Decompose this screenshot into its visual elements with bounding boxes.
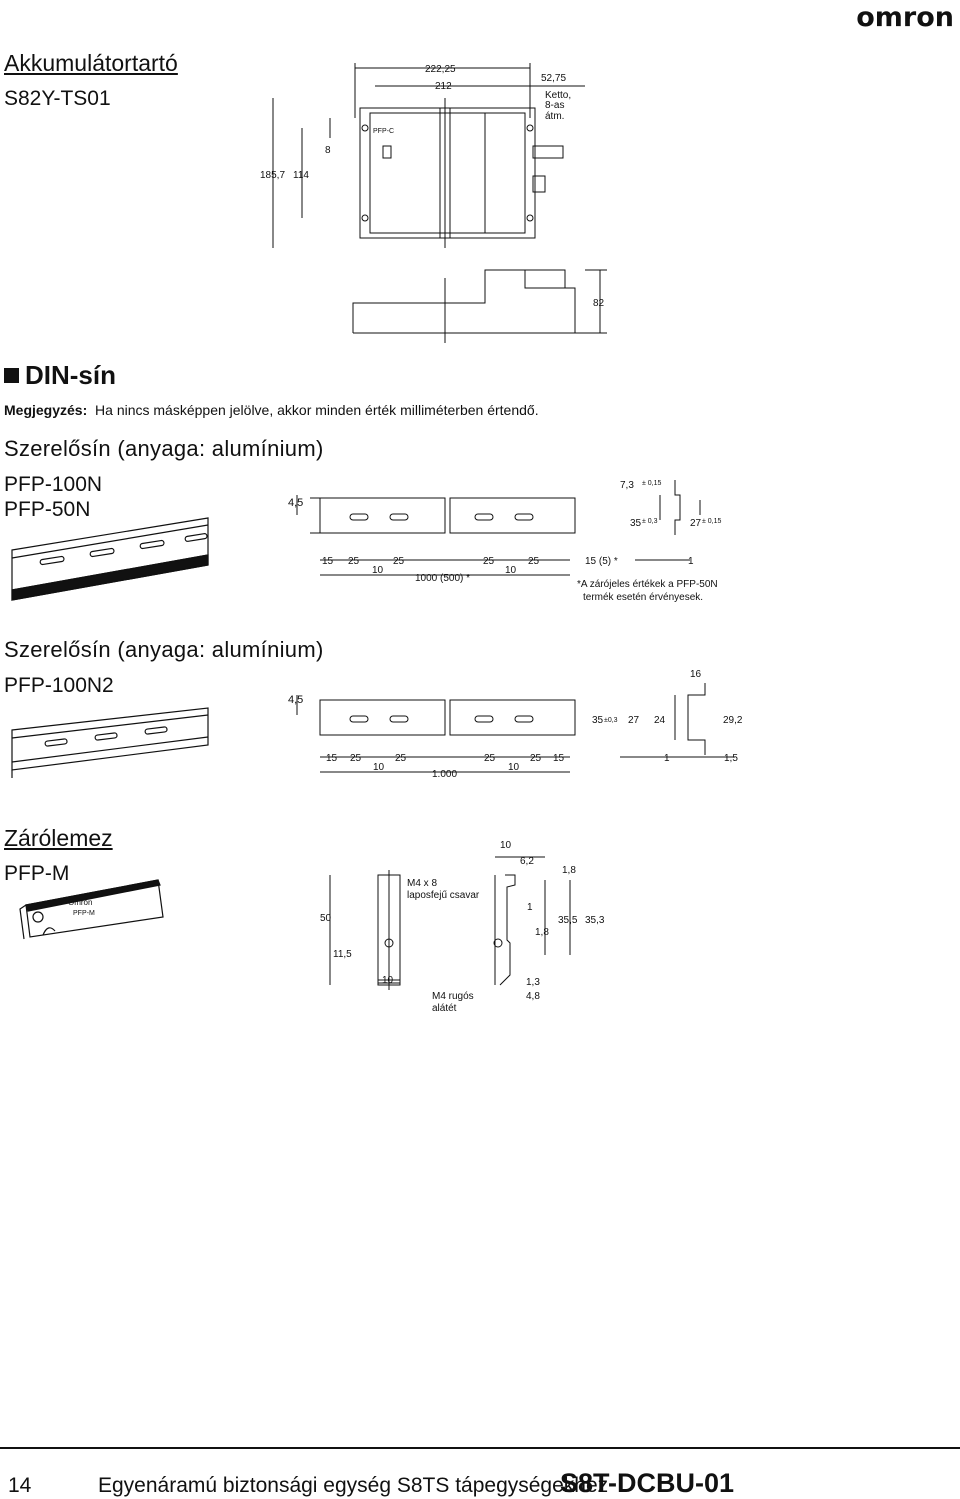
rail1-dim-b: 25 <box>348 556 360 567</box>
battery-holder-title: Akkumulátortartó <box>4 50 178 76</box>
footer-rule <box>0 1447 960 1449</box>
rail2-dim-a: 15 <box>326 753 338 764</box>
rail1-dim-c: 10 <box>372 565 384 576</box>
rail2-dim-g: 25 <box>530 753 542 764</box>
rail1-p1: 7,3 <box>620 480 634 491</box>
rail1-dim-a: 15 <box>322 556 334 567</box>
rail2-p2: 27 <box>628 715 640 726</box>
footer-model: S8T-DCBU-01 <box>560 1468 735 1498</box>
rail1-model-1: PFP-100N <box>4 473 103 496</box>
rail2-p0: 16 <box>690 669 702 680</box>
rail1-dim-f: 10 <box>505 565 517 576</box>
rail1-model-2: PFP-50N <box>4 498 91 521</box>
dim-note-3: átm. <box>545 111 564 122</box>
rail1-dim-len: 1000 (500) * <box>415 573 470 584</box>
rail2-dim-e: 25 <box>484 753 496 764</box>
dim-82: 82 <box>593 298 605 309</box>
endplate-washer-1: M4 rugós <box>432 991 474 1002</box>
omron-logo: omron <box>856 2 954 33</box>
endplate-t8: 1,3 <box>526 977 540 988</box>
square-bullet-icon <box>4 367 19 383</box>
rail1-footnote-1: *A zárójeles értékek a PFP-50N <box>577 579 718 590</box>
endplate-mark2: PFP-M <box>73 910 95 917</box>
rail2-p1tol: ±0,3 <box>604 717 618 724</box>
rail1-illustration <box>11 517 209 601</box>
rail1-drawing: 4,5 15 25 10 25 25 10 25 15 (5) * 1000 (… <box>288 480 722 603</box>
rail2-section-title: Szerelősín (anyaga: alumínium) <box>4 637 324 662</box>
dim-8: 8 <box>325 145 331 156</box>
din-note-label: Megjegyzés: <box>4 402 88 418</box>
battery-holder-drawing: 222,25 212 52,75 Ketto, 8-as átm. 185,7 … <box>260 63 607 343</box>
battery-holder-model: S82Y-TS01 <box>4 87 111 110</box>
endplate-dim-h: 50 <box>320 913 332 924</box>
rail1-footnote-2: termék esetén érvényesek. <box>583 592 703 603</box>
rail1-p2tol: ± 0,3 <box>642 518 658 525</box>
rail1-section-title: Szerelősín (anyaga: alumínium) <box>4 436 324 461</box>
rail1-dim-t: 4,5 <box>288 497 303 509</box>
rail1-dim-d: 25 <box>393 556 405 567</box>
rail1-dim-g: 25 <box>528 556 540 567</box>
endplate-model: PFP-M <box>4 862 70 885</box>
endplate-screw-1: M4 x 8 <box>407 878 437 889</box>
rail1-p2: 35 <box>630 518 642 529</box>
page-number: 14 <box>8 1474 32 1497</box>
rail2-model: PFP-100N2 <box>4 674 114 697</box>
endplate-t6: 35,3 <box>585 915 605 926</box>
din-note-text: Ha nincs másképpen jelölve, akkor minden… <box>95 402 539 418</box>
endplate-t9: 4,8 <box>526 991 540 1002</box>
dim-222-25: 222,25 <box>425 64 456 75</box>
rail2-drawing: 4,5 15 25 10 25 25 10 25 15 1.000 16 35 … <box>288 669 743 780</box>
dim-114: 114 <box>293 170 309 181</box>
rail1-dim-e: 25 <box>483 556 495 567</box>
endplate-screw-2: laposfejű csavar <box>407 890 480 901</box>
rail2-p6: 1,5 <box>724 753 738 764</box>
rail2-p5: 1 <box>664 753 670 764</box>
din-title-text: DIN-sín <box>25 360 116 390</box>
rail2-dim-t: 4,5 <box>288 694 303 706</box>
endplate-dim-w: 10 <box>382 975 394 986</box>
rail1-p3: 27 <box>690 518 702 529</box>
din-title: DIN-sín <box>4 360 116 391</box>
dim-185-7: 185,7 <box>260 170 285 181</box>
dim-52-75: 52,75 <box>541 73 566 84</box>
endplate-drawing: 50 11,5 10 M4 x 8 laposfejű csavar M4 ru… <box>320 840 605 1014</box>
rail2-dim-b: 25 <box>350 753 362 764</box>
din-note: Megjegyzés: Ha nincs másképpen jelölve, … <box>4 402 539 418</box>
endplate-washer-2: alátét <box>432 1003 457 1014</box>
endplate-t7: 1,8 <box>535 927 549 938</box>
endplate-t4: 1 <box>527 902 533 913</box>
dim-note-1: Ketto, <box>545 90 571 101</box>
endplate-t3: 1,8 <box>562 865 576 876</box>
endplate-dim-b: 11,5 <box>333 949 352 960</box>
endplate-t5: 35,5 <box>558 915 578 926</box>
endplate-t2: 6,2 <box>520 856 534 867</box>
endplate-illustration: Omron PFP-M <box>19 879 164 940</box>
endplate-mark: Omron <box>68 898 92 907</box>
endplate-title: Zárólemez <box>4 825 113 851</box>
rail1-p4: 1 <box>688 556 694 567</box>
dim-212: 212 <box>435 81 452 92</box>
rail2-dim-d: 25 <box>395 753 407 764</box>
rail2-illustration <box>11 707 209 778</box>
rail2-p3: 24 <box>654 715 666 726</box>
rail2-p1: 35 <box>592 715 604 726</box>
holder-label: PFP-C <box>373 128 394 135</box>
rail2-dim-h: 15 <box>553 753 565 764</box>
endplate-t1: 10 <box>500 840 512 851</box>
rail2-dim-c: 10 <box>373 762 385 773</box>
rail2-p4: 29,2 <box>723 715 743 726</box>
rail1-p3tol: ± 0,15 <box>702 518 722 525</box>
rail1-p1tol: ± 0,15 <box>642 480 662 487</box>
footer-title: Egyenáramú biztonsági egység S8TS tápegy… <box>98 1474 609 1497</box>
rail1-dim-end: 15 (5) * <box>585 556 618 567</box>
dim-note-2: 8-as <box>545 100 564 111</box>
rail2-dim-len: 1.000 <box>432 769 457 780</box>
rail2-dim-f: 10 <box>508 762 520 773</box>
